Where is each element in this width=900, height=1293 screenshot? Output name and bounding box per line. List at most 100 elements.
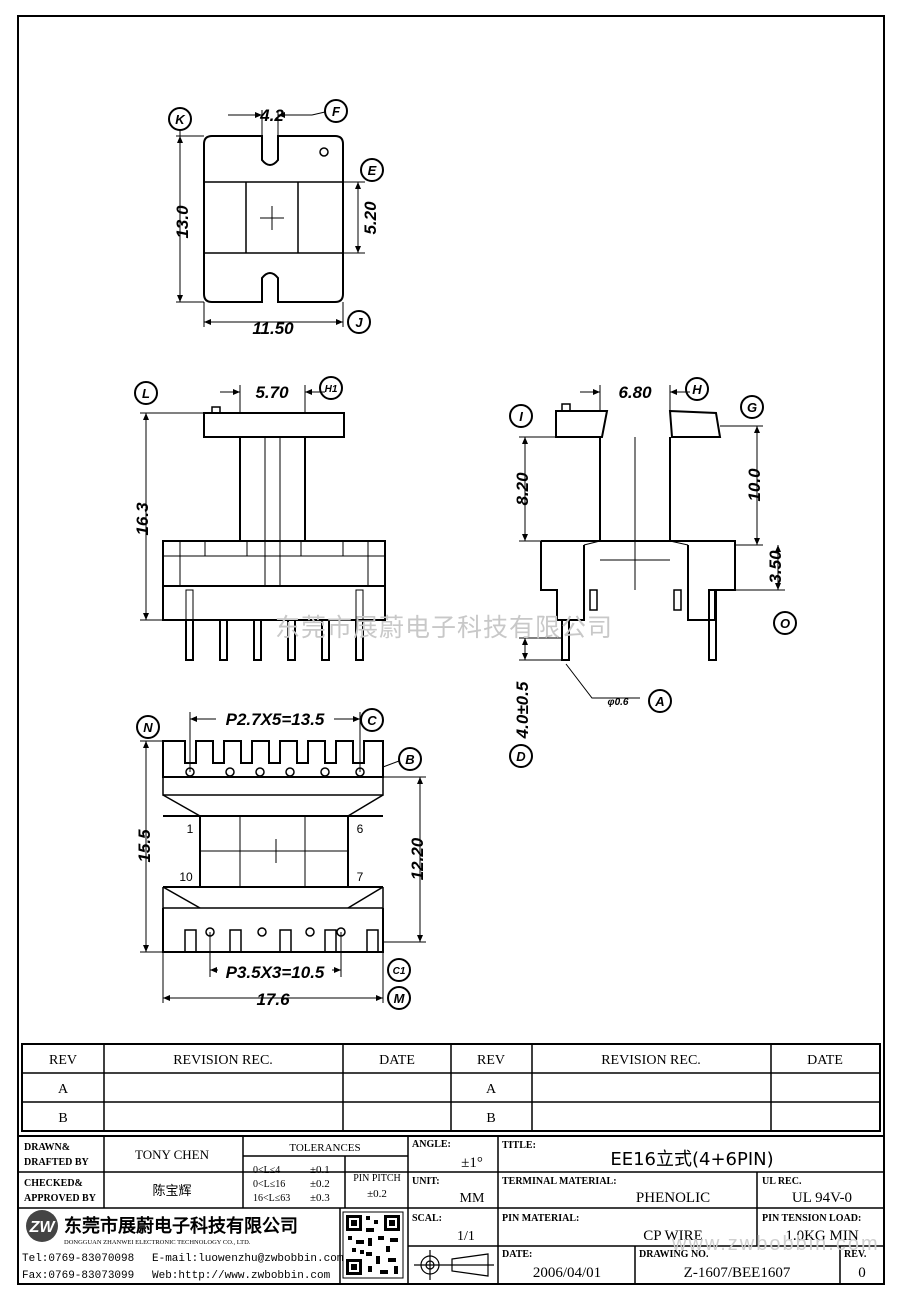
revision-rec-header-1: REVISION REC. (173, 1053, 273, 1068)
pin-material: CP WIRE (643, 1228, 703, 1244)
label-n-circle: N (136, 715, 160, 739)
rev-header-1: REV (49, 1053, 77, 1068)
label-d: D (516, 749, 526, 764)
revision-rec-header-2: REVISION REC. (601, 1053, 701, 1068)
front-dim-height: 16.3 (133, 502, 152, 536)
top-dim-height: 13.0 (173, 205, 192, 239)
drawn-by: TONY CHEN (135, 1147, 210, 1162)
ul-rating: UL 94V-0 (792, 1190, 852, 1206)
label-j: J (355, 315, 363, 330)
drawing-date: 2006/04/01 (533, 1265, 601, 1281)
scale-label: SCAL: (412, 1213, 442, 1224)
unit-label: UNIT: (412, 1176, 440, 1187)
watermark-center: 东莞市展蔚电子科技有限公司 (275, 613, 614, 642)
rev-label: REV. (844, 1249, 867, 1260)
label-m-circle: M (387, 986, 411, 1010)
label-h1: H1 (325, 384, 338, 395)
label-h1-circle: H1 (319, 376, 343, 400)
label-h-circle: H (685, 377, 709, 401)
label-l-circle: L (134, 381, 158, 405)
pin-material-label: PIN MATERIAL: (502, 1213, 579, 1224)
side-pin-diameter: φ0.6 (608, 697, 629, 708)
label-f-circle: F (324, 99, 348, 123)
tol-range-2: 0<L≤16 (253, 1179, 285, 1190)
tol-range-1: 0<L≤4 (253, 1165, 280, 1176)
front-dim-core: 5.70 (255, 383, 289, 402)
bottom-view (140, 712, 426, 1003)
checked-label-1: CHECKED& (24, 1178, 83, 1189)
label-g-circle: G (740, 395, 764, 419)
revision-table (21, 1043, 881, 1132)
callout-labels: K F E J L H1 I H G O D A N C B C1 M (134, 99, 797, 1010)
label-c: C (367, 713, 377, 728)
side-dim-base: 3.50 (766, 550, 785, 584)
qr-code (342, 1211, 404, 1279)
ul-label: UL REC. (762, 1176, 802, 1187)
svg-text:ZW: ZW (29, 1219, 57, 1236)
label-i: I (519, 409, 523, 424)
company-web: Web:http://www.zwbobbin.com (152, 1270, 331, 1282)
pin-10: 10 (179, 870, 193, 884)
label-c1-circle: C1 (387, 958, 411, 982)
top-dim-width-top: 4.2 (259, 106, 284, 125)
label-b: B (405, 752, 414, 767)
terminal-material-label: TERMINAL MATERIAL: (502, 1176, 617, 1187)
side-dim-upper: 8.20 (513, 472, 532, 506)
label-m: M (394, 991, 406, 1006)
pin-pitch: ±0.2 (367, 1188, 387, 1200)
pin-tension: 1.0KG MIN (785, 1228, 858, 1244)
date-header-1: DATE (379, 1053, 415, 1068)
label-g: G (747, 400, 757, 415)
top-view (176, 110, 365, 327)
drawing-title: EE16立式(4+6PIN) (610, 1149, 773, 1170)
drawn-label-1: DRAWN& (24, 1142, 70, 1153)
side-view (519, 385, 785, 699)
top-dim-slot: 5.20 (361, 201, 380, 235)
label-a: A (654, 694, 664, 709)
label-d-circle: D (509, 744, 533, 768)
projection-symbol-icon (414, 1250, 494, 1280)
angle-value: ±1° (461, 1155, 483, 1171)
rev-header-2: REV (477, 1053, 505, 1068)
unit-value: MM (460, 1191, 485, 1206)
label-e-circle: E (360, 158, 384, 182)
tol-range-3: 16<L≤63 (253, 1193, 290, 1204)
angle-label: ANGLE: (412, 1139, 451, 1150)
bottom-pitch-bottom: P3.5X3=10.5 (226, 963, 325, 982)
terminal-material: PHENOLIC (636, 1190, 710, 1206)
side-dim-total: 10.0 (745, 468, 764, 502)
date-header-2: DATE (807, 1053, 843, 1068)
rev-row-a-2: A (486, 1082, 497, 1097)
company-name-cn: 东莞市展蔚电子科技有限公司 (64, 1215, 298, 1237)
approved-by: 陈宝辉 (152, 1183, 191, 1199)
label-h: H (692, 382, 702, 397)
bottom-dim-inner: 12.20 (408, 837, 427, 880)
side-dim-pin: 4.0±0.5 (513, 681, 532, 739)
label-o-circle: O (773, 611, 797, 635)
company-logo: ZW (26, 1210, 58, 1242)
drawing-no-label: DRAWING NO. (639, 1249, 709, 1260)
bottom-pitch-top: P2.7X5=13.5 (226, 710, 325, 729)
side-dim-core: 6.80 (618, 383, 652, 402)
company-fax: Fax:0769-83073099 (22, 1270, 134, 1282)
label-k: K (175, 112, 186, 127)
company-tel: Tel:0769-83070098 (22, 1253, 134, 1265)
pin-7: 7 (357, 870, 364, 884)
title-label: TITLE: (502, 1140, 536, 1151)
title-block-grid (17, 1135, 885, 1285)
label-n: N (143, 720, 153, 735)
rev-number: 0 (858, 1265, 866, 1281)
label-e: E (368, 163, 377, 178)
front-view (140, 385, 386, 661)
pin-6: 6 (357, 822, 364, 836)
scale-value: 1/1 (457, 1229, 475, 1244)
label-k-circle: K (168, 107, 192, 131)
pin-1: 1 (187, 822, 194, 836)
company-email: E-mail:luowenzhu@zwbobbin.com (152, 1253, 344, 1265)
pin-tension-label: PIN TENSION LOAD: (762, 1213, 861, 1224)
label-i-circle: I (509, 404, 533, 428)
rev-row-a-1: A (58, 1082, 69, 1097)
label-a-circle: A (648, 689, 672, 713)
tol-val-2: ±0.2 (310, 1178, 330, 1190)
